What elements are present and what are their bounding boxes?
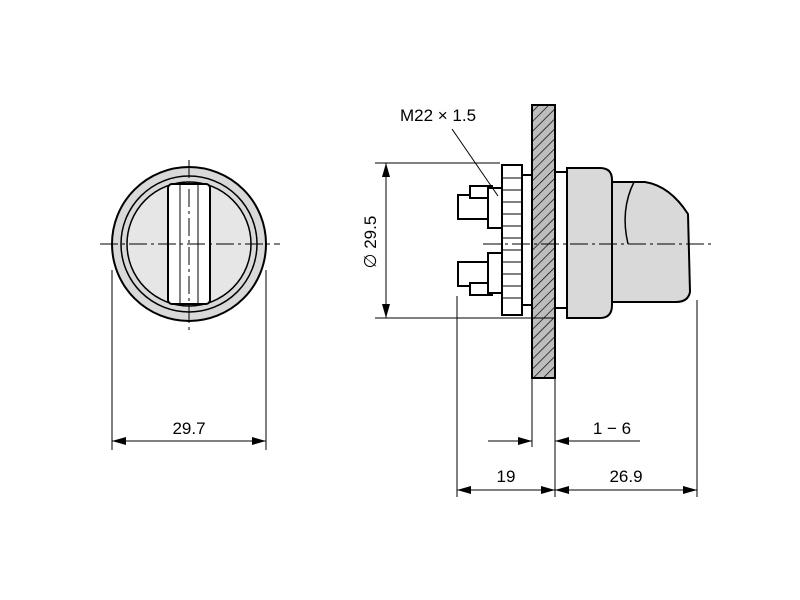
panel-thickness-label: 1 − 6: [593, 419, 631, 438]
side-view: ∅ 29.5 M22 × 1.5 1 − 6 19 26.9: [361, 104, 715, 497]
side-bezel: [566, 167, 613, 319]
rear-terminal-top: [457, 185, 503, 229]
front-width-label: 29.7: [172, 419, 205, 438]
bushing-collar: [521, 174, 533, 306]
front-view: 29.7: [100, 160, 280, 450]
mounting-panel: [531, 104, 556, 379]
rear-terminal-bottom: [457, 252, 503, 296]
thread-label: M22 × 1.5: [400, 106, 476, 125]
front-depth-label: 26.9: [609, 467, 642, 486]
diameter-label: ∅ 29.5: [361, 216, 380, 269]
side-knob: [611, 181, 692, 303]
front-flange: [554, 171, 568, 309]
rear-depth-label: 19: [497, 467, 516, 486]
knob-contour: [624, 181, 635, 245]
mounting-nut: [501, 164, 523, 316]
thread-leader-line: [451, 128, 499, 197]
nut-teeth: [502, 177, 522, 299]
